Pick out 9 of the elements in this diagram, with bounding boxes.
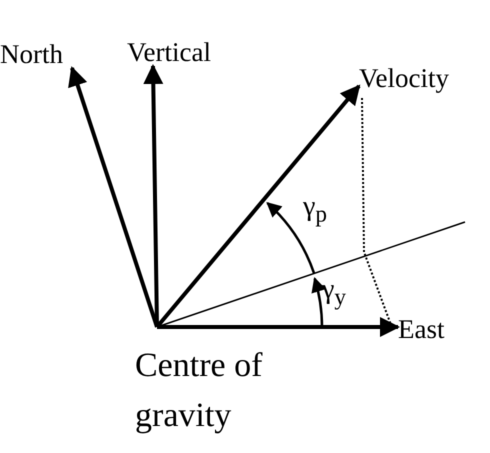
angle-label: γ$_{p}$ — [303, 192, 328, 230]
vector-arrow — [68, 66, 159, 328]
vector-label: Velocity — [359, 64, 449, 92]
origin-label: Centre of gravity — [135, 346, 264, 436]
vector-label: North — [0, 40, 63, 68]
vector-label: East — [398, 315, 444, 343]
angle-label: γ$_{y}$ — [322, 275, 346, 313]
vector-label: Vertical — [127, 38, 211, 66]
vector-arrow — [157, 317, 400, 337]
